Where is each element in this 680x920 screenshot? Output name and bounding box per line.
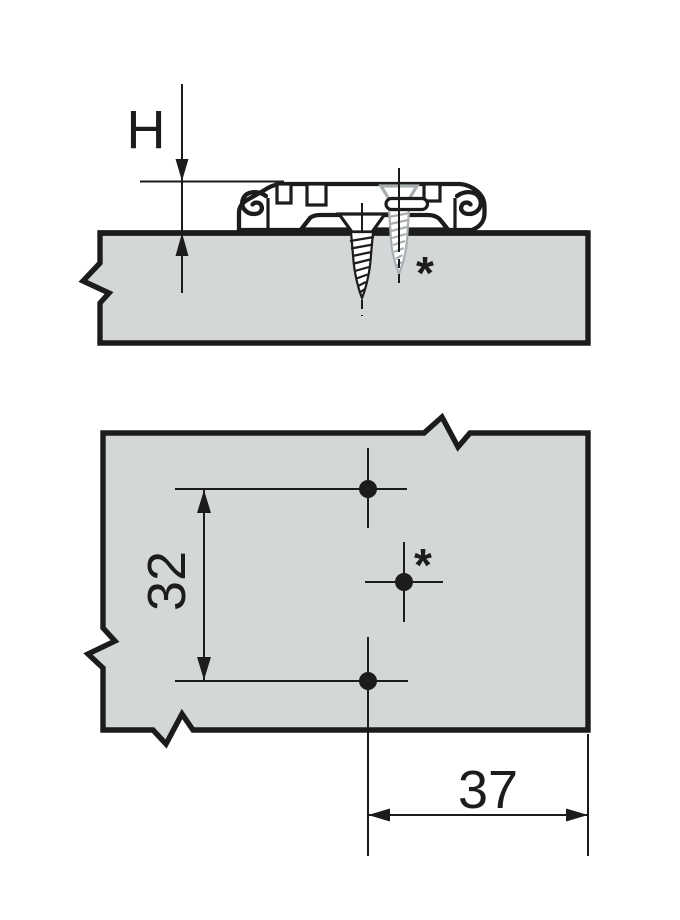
side-view: H *	[78, 84, 591, 346]
drill-hole-bottom	[359, 672, 377, 690]
panel-face	[83, 412, 591, 749]
dim32-arrow-up	[197, 490, 211, 513]
panel-cross-section	[78, 230, 591, 346]
dimension-37: 37	[368, 734, 589, 856]
line-art: H * 32 37	[78, 84, 591, 856]
hole-spacing-label: 32	[137, 551, 197, 611]
dim37-arrow-right	[566, 808, 588, 822]
main-screw	[335, 212, 389, 301]
drill-hole-center	[395, 573, 413, 591]
plan-view: 32 37 *	[83, 412, 591, 856]
plate-notch-center	[305, 182, 328, 207]
plate-oval-slot	[384, 196, 430, 212]
plate-right-cam-hook	[454, 190, 483, 217]
main-screw-threads	[349, 235, 375, 294]
plate-left-cam-hook	[240, 190, 269, 217]
height-label: H	[127, 100, 166, 160]
plate-wing-separators	[266, 198, 457, 228]
plan-asterisk-label: *	[414, 539, 432, 591]
side-asterisk-label: *	[416, 247, 434, 299]
h-arrow-down	[175, 159, 189, 181]
h-arrow-up	[175, 233, 189, 256]
drill-hole-top	[359, 480, 377, 498]
plate-slot-left	[275, 182, 293, 205]
plate-slot-right	[422, 182, 442, 203]
dimension-h: H	[127, 84, 284, 293]
dim32-arrow-down	[197, 657, 211, 680]
dim37-arrow-left	[368, 808, 390, 822]
dimension-32: 32	[137, 489, 211, 681]
edge-distance-label: 37	[458, 760, 518, 820]
